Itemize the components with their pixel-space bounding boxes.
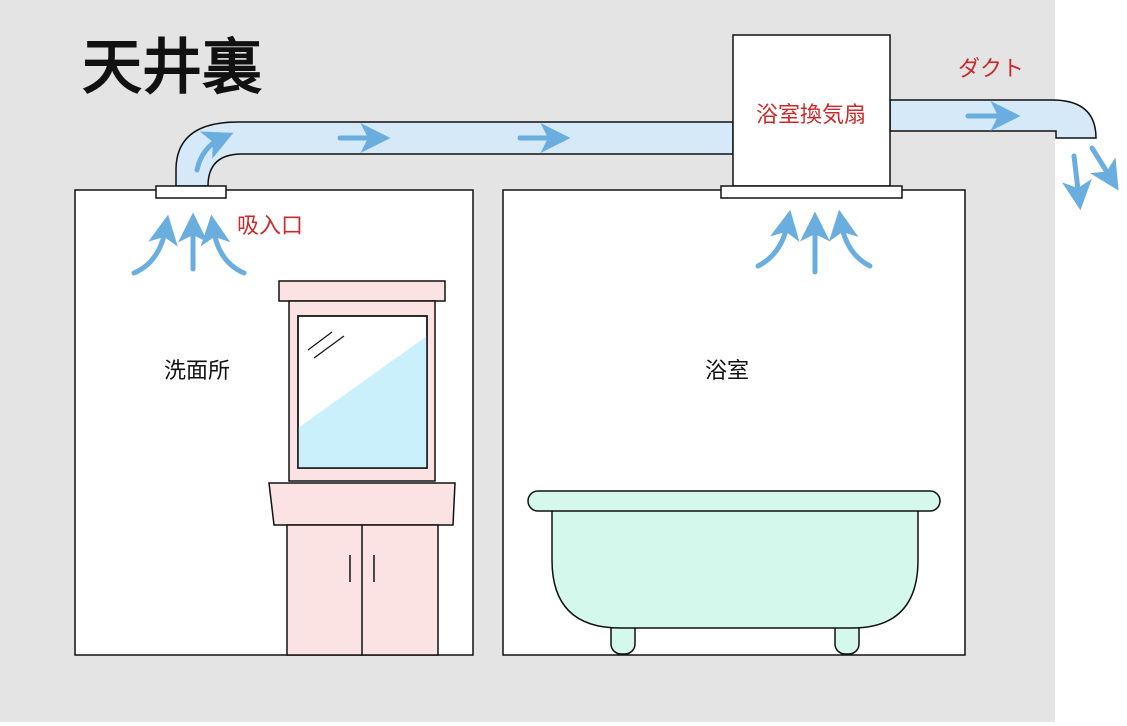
mirror-glare xyxy=(313,335,345,359)
washroom-label: 洗面所 xyxy=(164,359,230,384)
fan-grille xyxy=(720,185,903,199)
vanity-counter xyxy=(268,482,456,526)
curved-arrow-icon xyxy=(194,131,234,173)
bath-fan-unit xyxy=(732,34,891,187)
duct-label: ダクト xyxy=(958,57,1024,82)
vanity-light-bar xyxy=(278,280,446,302)
intake-airflow-arrows xyxy=(131,212,247,276)
curved-arrow-icon xyxy=(755,209,800,269)
attic-title: 天井裏 xyxy=(82,33,262,103)
fan-airflow-arrows xyxy=(755,209,873,275)
fan-label: 浴室換気扇 xyxy=(756,103,866,128)
mirror-glass-outline xyxy=(297,315,428,469)
vanity xyxy=(268,280,456,656)
mirror-glass xyxy=(298,336,427,468)
curved-arrow-icon xyxy=(828,209,873,269)
intake-duct xyxy=(175,121,734,187)
down-arrow-icon xyxy=(1062,153,1092,211)
curved-arrow-icon xyxy=(200,214,247,276)
duct-flow-arrows xyxy=(194,101,1021,173)
intake-label: 吸入口 xyxy=(237,214,303,239)
bathtub xyxy=(527,490,941,655)
bathtub-rim xyxy=(527,490,941,512)
bathroom-label: 浴室 xyxy=(705,359,749,384)
mirror-glare xyxy=(307,331,333,351)
intake-grille xyxy=(155,185,227,199)
down-arrow-icon xyxy=(1089,145,1119,191)
exhaust-arrows xyxy=(1062,145,1119,211)
curved-arrow-icon xyxy=(131,214,178,276)
bathtub-body xyxy=(551,509,919,629)
